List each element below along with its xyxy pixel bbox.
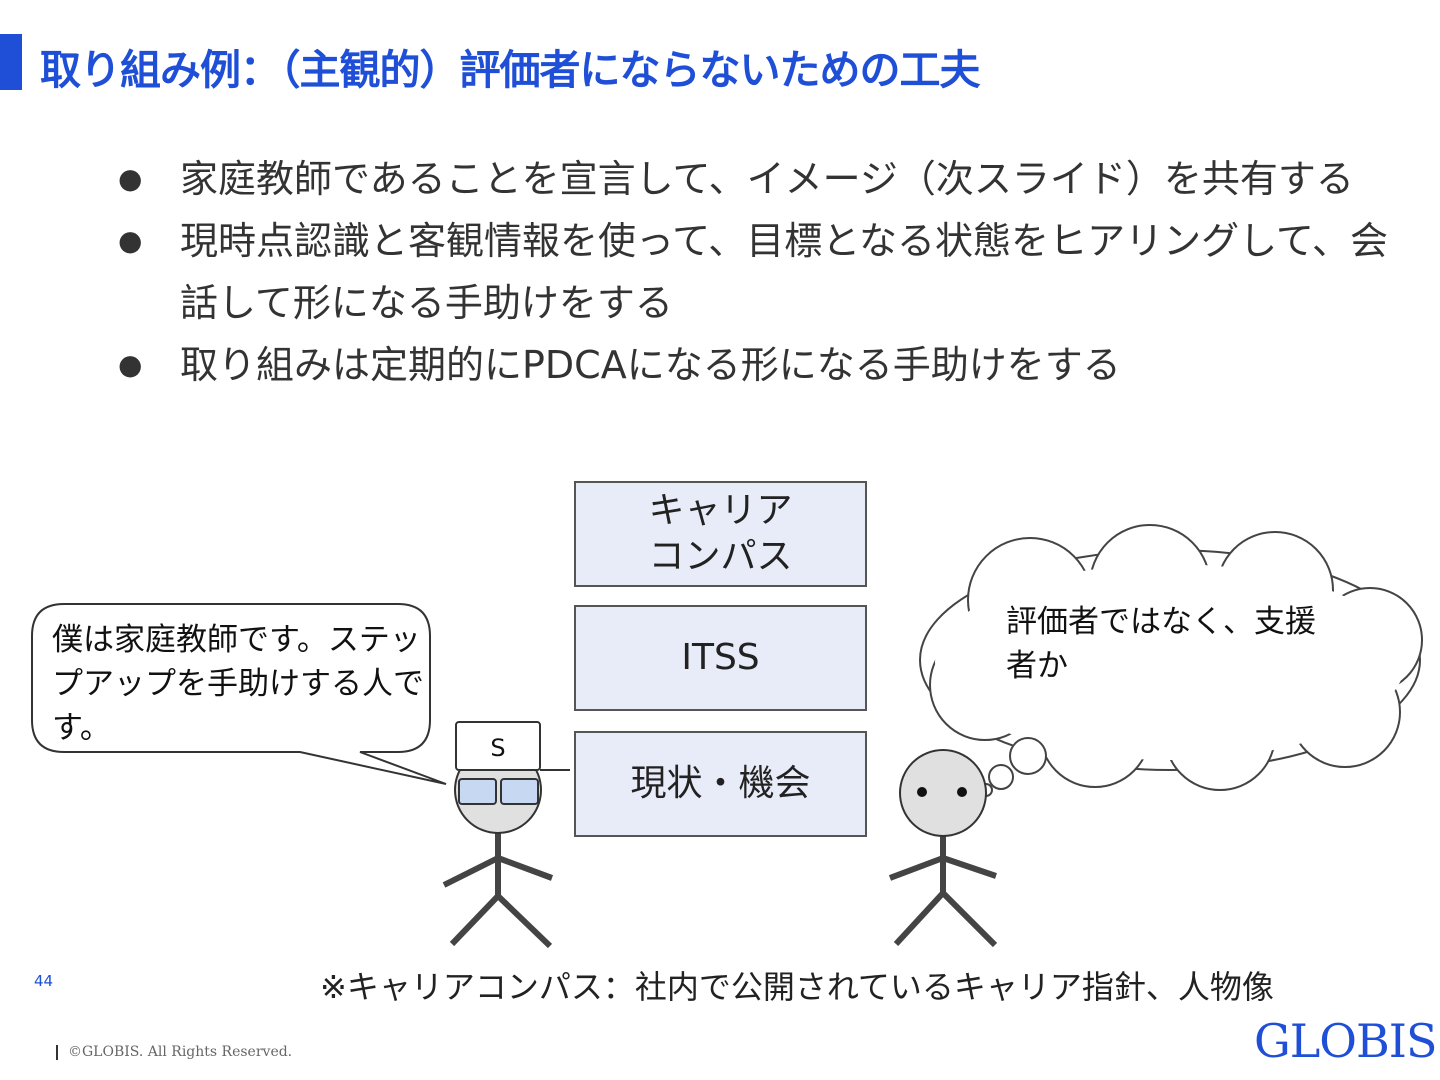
bullet-icon: ● xyxy=(118,348,143,381)
copyright-divider xyxy=(56,1045,58,1060)
cap-label: S xyxy=(490,734,506,762)
page-number: 44 xyxy=(34,972,54,990)
eye-icon xyxy=(957,787,967,797)
bullet-text: 家庭教師であることを宣言して、イメージ（次スライド）を共有する xyxy=(180,157,1354,201)
title-accent-bar xyxy=(0,34,22,90)
speech-bubble-text: 僕は家庭教師です。ステップアップを手助けする人です。 xyxy=(52,622,424,746)
stack-box-label: ITSS xyxy=(681,637,760,678)
bullet-icon: ● xyxy=(118,224,143,257)
listener-head xyxy=(899,749,987,837)
stick-figure-listener xyxy=(888,834,998,948)
stack-box-itss: ITSS xyxy=(574,605,867,711)
stack-box-career-compass: キャリア コンパス xyxy=(574,481,867,587)
bullet-item: ● 取り組みは定期的にPDCAになる形になる手助けをする xyxy=(118,334,1398,396)
globis-logo: GLOBIS xyxy=(1254,1014,1437,1068)
speech-bubble xyxy=(31,603,447,785)
copyright-text: ©GLOBIS. All Rights Reserved. xyxy=(68,1044,293,1060)
bullet-text: 現時点認識と客観情報を使って、目標となる状態をヒアリングして、会話して形になる手… xyxy=(180,219,1389,325)
bullet-icon: ● xyxy=(118,162,143,195)
thought-bubble-text: 評価者ではなく、支援者か xyxy=(1006,604,1316,684)
slide-title: 取り組み例：（主観的）評価者にならないための工夫 xyxy=(40,46,980,94)
bullet-item: ● 現時点認識と客観情報を使って、目標となる状態をヒアリングして、会話して形にな… xyxy=(118,210,1398,334)
eye-icon xyxy=(917,787,927,797)
stack-box-label: 現状・機会 xyxy=(630,763,811,804)
footnote: ※キャリアコンパス：社内で公開されているキャリア指針、人物像 xyxy=(320,968,1274,1006)
stack-box-current-state: 現状・機会 xyxy=(574,731,867,837)
stack-box-label: キャリア コンパス xyxy=(648,490,793,577)
stick-figure-teacher xyxy=(442,828,554,949)
glasses-icon xyxy=(458,778,539,805)
bullet-item: ● 家庭教師であることを宣言して、イメージ（次スライド）を共有する xyxy=(118,148,1398,210)
thought-trail xyxy=(979,737,1047,797)
bullet-list: ● 家庭教師であることを宣言して、イメージ（次スライド）を共有する ● 現時点認… xyxy=(118,148,1398,396)
cap xyxy=(455,721,541,771)
copyright: ©GLOBIS. All Rights Reserved. xyxy=(56,1044,292,1060)
bullet-text: 取り組みは定期的にPDCAになる形になる手助けをする xyxy=(180,343,1121,387)
